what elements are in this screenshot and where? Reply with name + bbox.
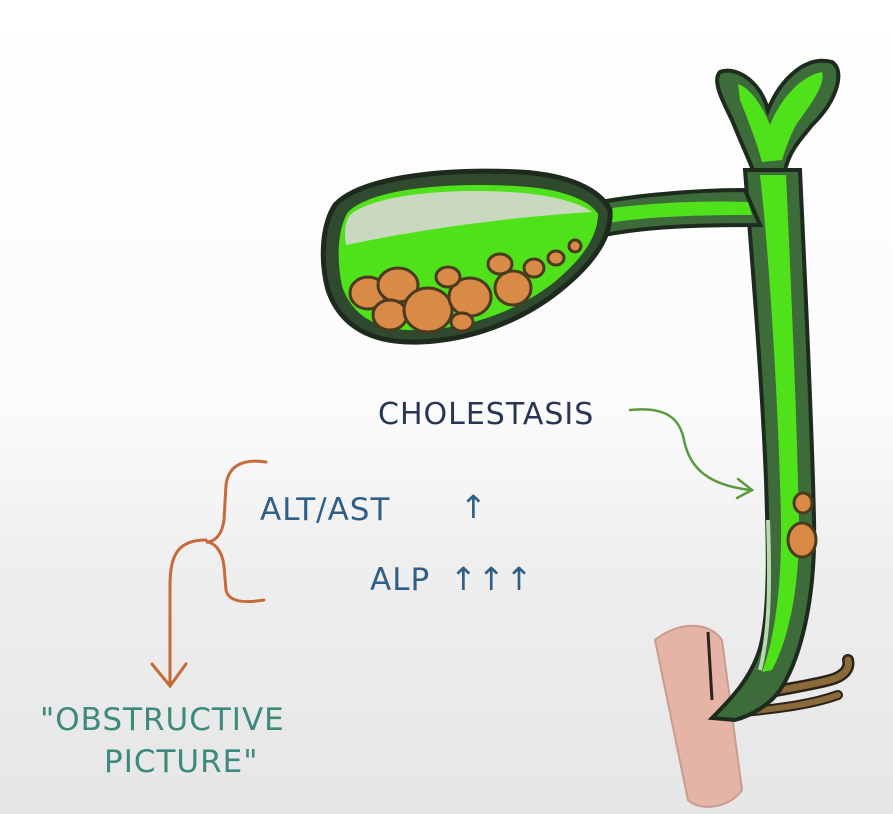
hepatic-duct-icon [717,61,838,175]
label-cholestasis: CHOLESTASIS [378,397,594,432]
label-alt-ast-arrow: ↑ [460,488,488,526]
label-alt-ast: ALT/AST [260,492,390,528]
cholestasis-pointer-arrow [630,409,752,498]
label-obstructive-line2: PICTURE" [104,744,259,780]
bracket-icon [152,461,266,686]
bile-duct-icon [712,170,814,720]
label-alp-arrows: ↑↑↑ [450,560,533,598]
label-alp: ALP [370,562,430,598]
label-obstructive-line1: "OBSTRUCTIVE [40,702,285,738]
